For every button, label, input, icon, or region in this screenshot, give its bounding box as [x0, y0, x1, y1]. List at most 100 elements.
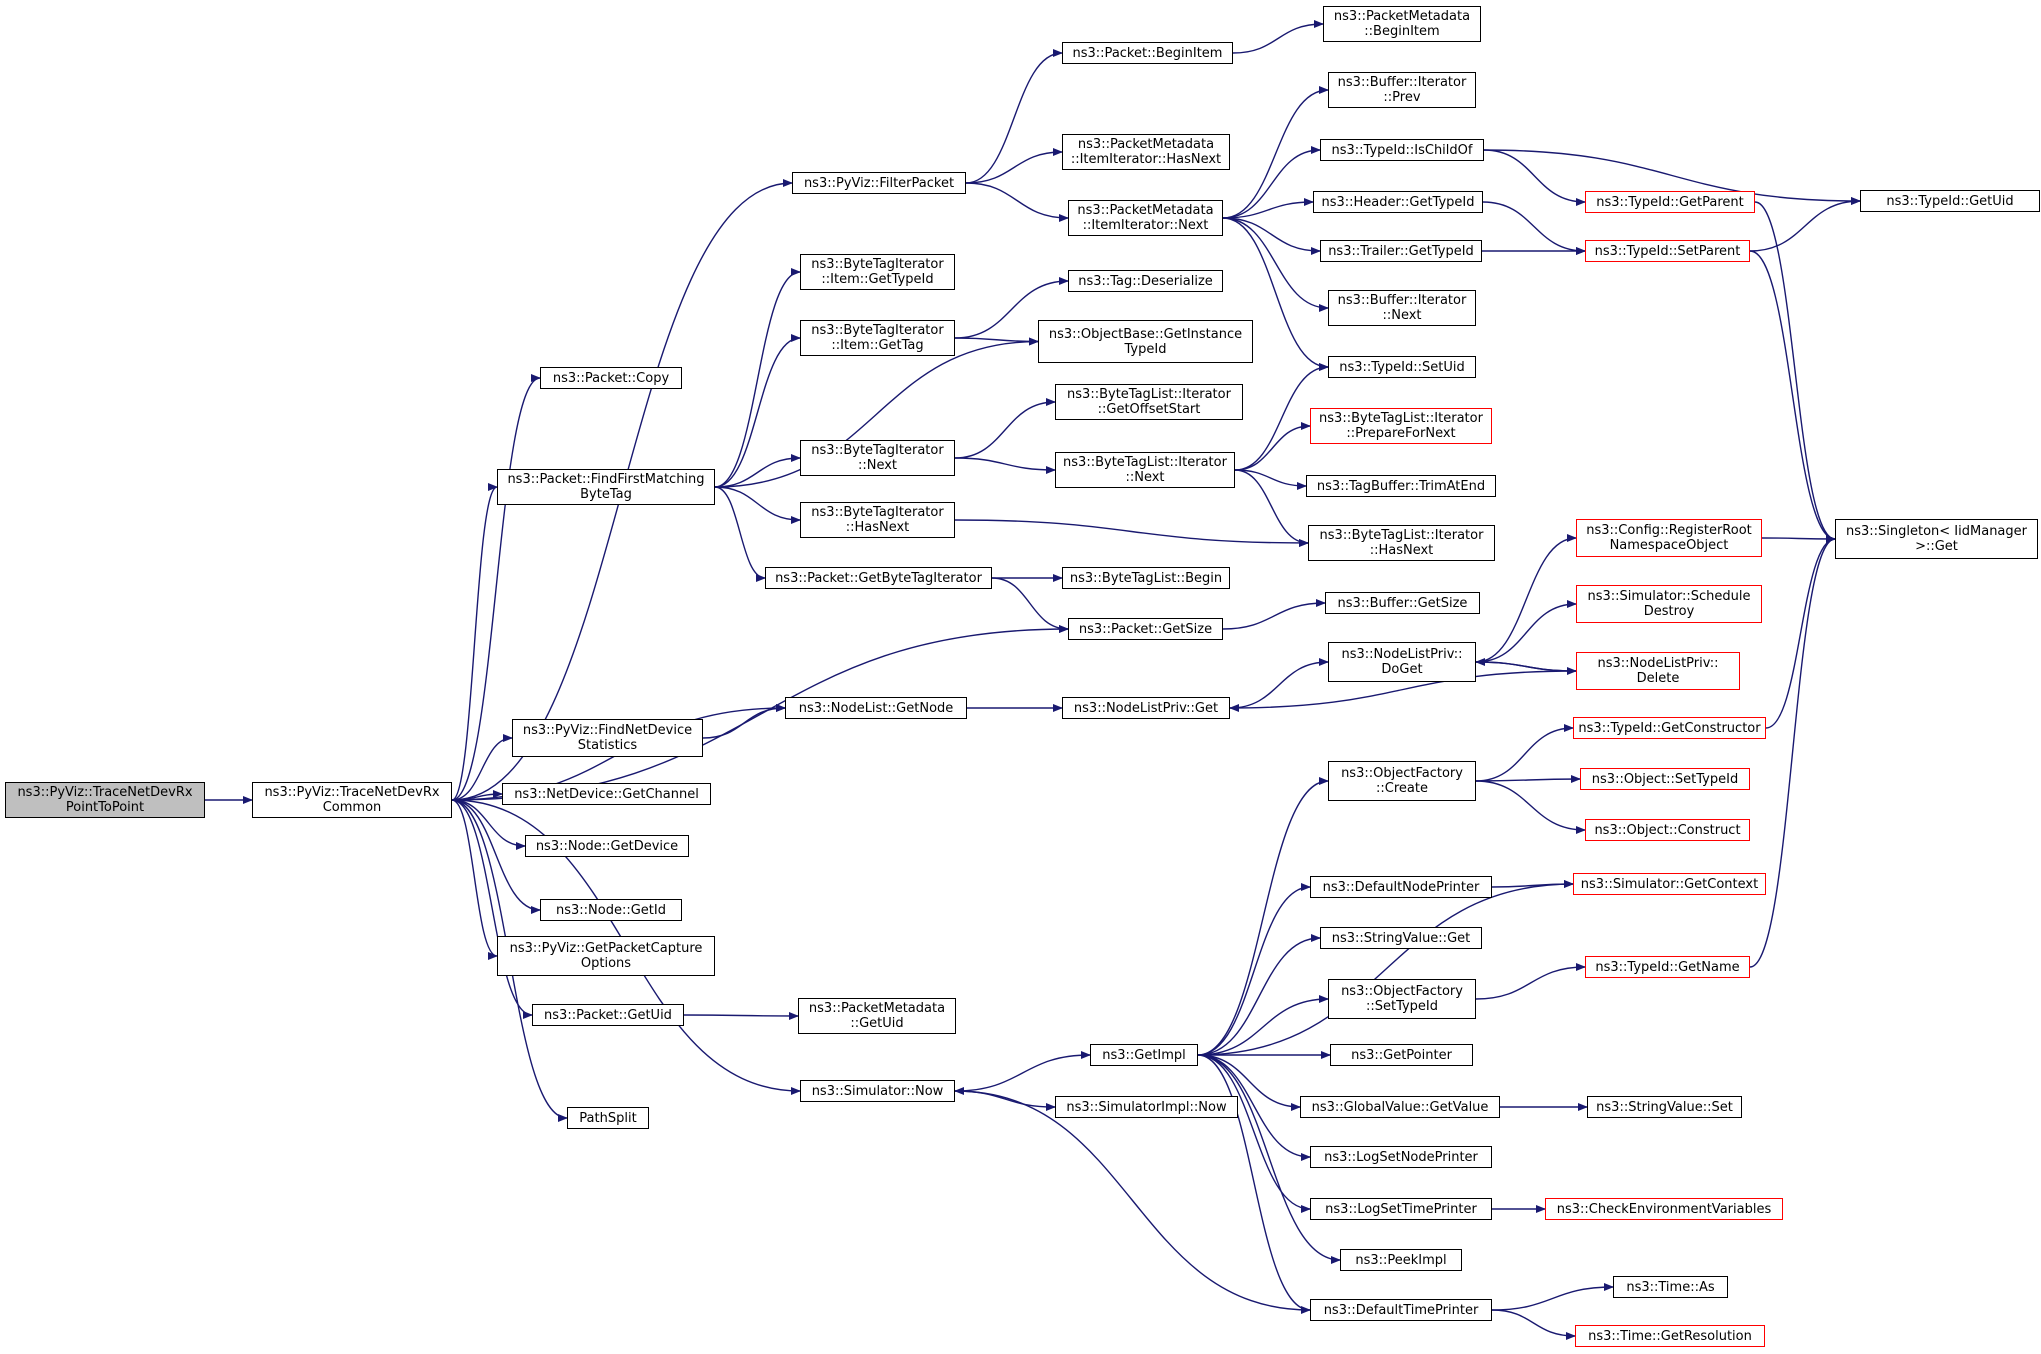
edge-find_ndev-to-nl_getnode [702, 704, 786, 739]
graph-node-getimpl[interactable]: ns3::GetImpl [1090, 1044, 1198, 1066]
edge-isChild-to-getParent [1483, 149, 1586, 206]
node-label-line: ns3::Time::As [1626, 1279, 1715, 1295]
graph-node-bti-next[interactable]: ns3::ByteTagIterator::Next [800, 440, 955, 476]
graph-node-node-getid[interactable]: ns3::Node::GetId [540, 899, 682, 921]
graph-node-check-env[interactable]: ns3::CheckEnvironmentVariables [1545, 1198, 1783, 1220]
node-label-line: ns3::StringValue::Set [1596, 1099, 1733, 1115]
graph-node-btli-gos[interactable]: ns3::ByteTagList::Iterator::GetOffsetSta… [1055, 384, 1243, 420]
graph-node-peekimpl[interactable]: ns3::PeekImpl [1340, 1249, 1462, 1271]
graph-node-pm-begin[interactable]: ns3::PacketMetadata::BeginItem [1323, 6, 1481, 42]
graph-node-tid-getctor[interactable]: ns3::TypeId::GetConstructor [1573, 717, 1766, 739]
graph-node-buf-getsize[interactable]: ns3::Buffer::GetSize [1325, 592, 1480, 614]
node-label-line: ns3::PeekImpl [1355, 1252, 1447, 1268]
graph-node-simimpl-now[interactable]: ns3::SimulatorImpl::Now [1055, 1096, 1238, 1118]
graph-node-isChild[interactable]: ns3::TypeId::IsChildOf [1320, 139, 1484, 161]
node-label-line: ns3::ByteTagIterator [811, 323, 944, 338]
graph-node-pkt-getsize[interactable]: ns3::Packet::GetSize [1068, 618, 1223, 640]
graph-node-log-snp[interactable]: ns3::LogSetNodePrinter [1310, 1146, 1492, 1168]
graph-node-nl-getnode[interactable]: ns3::NodeList::GetNode [785, 697, 967, 719]
node-label-line: ns3::PyViz::TraceNetDevRx [264, 785, 440, 800]
graph-node-pkt-copy[interactable]: ns3::Packet::Copy [540, 367, 682, 389]
graph-node-bti-gettid[interactable]: ns3::ByteTagIterator::Item::GetTypeId [800, 254, 955, 290]
node-label-line: ns3::ObjectBase::GetInstance [1048, 326, 1243, 342]
graph-node-time-as[interactable]: ns3::Time::As [1613, 1276, 1728, 1298]
node-label-line: ns3::ObjectFactory [1341, 984, 1463, 999]
graph-node-tb-trim[interactable]: ns3::TagBuffer::TrimAtEnd [1306, 475, 1496, 497]
graph-node-setUid[interactable]: ns3::TypeId::SetUid [1328, 356, 1476, 378]
node-label-line: ns3::PyViz::FindNetDevice [522, 723, 693, 738]
graph-node-pm-getuid[interactable]: ns3::PacketMetadata::GetUid [798, 998, 956, 1034]
node-label-line: ns3::SimulatorImpl::Now [1066, 1099, 1227, 1115]
node-label-line: ns3::PyViz::FilterPacket [803, 175, 955, 191]
graph-node-node-getdev[interactable]: ns3::Node::GetDevice [525, 835, 689, 857]
graph-node-btli-pfn[interactable]: ns3::ByteTagList::Iterator::PrepareForNe… [1310, 408, 1492, 444]
graph-node-nd-getchan[interactable]: ns3::NetDevice::GetChannel [502, 783, 711, 805]
edge-btli_next-to-btli_pfn [1234, 422, 1311, 471]
graph-node-sim-getctx[interactable]: ns3::Simulator::GetContext [1573, 873, 1766, 895]
node-label-line: ::Item::GetTypeId [821, 272, 934, 287]
node-label-line: ns3::Time::GetResolution [1588, 1328, 1752, 1344]
node-label-line: ns3::Buffer::GetSize [1337, 595, 1468, 611]
graph-node-buf-prev[interactable]: ns3::Buffer::Iterator::Prev [1328, 72, 1476, 108]
graph-node-def-nodeprint[interactable]: ns3::DefaultNodePrinter [1310, 876, 1492, 898]
node-label-line: ns3::GetPointer [1351, 1047, 1452, 1063]
edge-of_settid-to-tid_getname [1475, 963, 1586, 1000]
node-label-line: ns3::ByteTagIterator [811, 443, 944, 458]
node-label-line: >::Get [1915, 539, 1958, 554]
graph-node-sim-now[interactable]: ns3::Simulator::Now [800, 1080, 955, 1102]
graph-node-getParent[interactable]: ns3::TypeId::GetParent [1585, 191, 1755, 213]
graph-node-pm-next[interactable]: ns3::PacketMetadata::ItemIterator::Next [1068, 200, 1223, 236]
node-label-line: ::Next [1382, 308, 1422, 323]
graph-node-btli-hasnext[interactable]: ns3::ByteTagList::Iterator::HasNext [1308, 525, 1495, 561]
graph-node-setParent[interactable]: ns3::TypeId::SetParent [1585, 240, 1750, 262]
node-label-line: Common [322, 800, 382, 815]
graph-node-pkt-gbti[interactable]: ns3::Packet::GetByteTagIterator [765, 567, 992, 589]
edge-common-to-pkt_getuid [451, 799, 533, 1019]
graph-node-nlp-delete[interactable]: ns3::NodeListPriv::Delete [1576, 652, 1740, 690]
edge-getimpl-to-sim_getctx [1197, 880, 1574, 1056]
graph-node-nlp-doget[interactable]: ns3::NodeListPriv::DoGet [1328, 642, 1476, 682]
graph-node-nlp-get[interactable]: ns3::NodeListPriv::Get [1062, 697, 1230, 719]
graph-node-pm-hasnext[interactable]: ns3::PacketMetadata::ItemIterator::HasNe… [1062, 134, 1230, 170]
graph-node-singleton[interactable]: ns3::Singleton< IidManager>::Get [1835, 519, 2038, 559]
node-label-line: TypeId [1124, 341, 1167, 357]
graph-node-gv-getval[interactable]: ns3::GlobalValue::GetValue [1300, 1096, 1500, 1118]
graph-node-def-timeprint[interactable]: ns3::DefaultTimePrinter [1310, 1299, 1492, 1321]
edge-pkt_begin-to-pm_begin [1232, 20, 1324, 54]
graph-node-trl-tid[interactable]: ns3::Trailer::GetTypeId [1320, 240, 1482, 262]
graph-node-bti-hasnext[interactable]: ns3::ByteTagIterator::HasNext [800, 502, 955, 538]
graph-node-obj-construct[interactable]: ns3::Object::Construct [1585, 819, 1750, 841]
graph-node-of-settid[interactable]: ns3::ObjectFactory::SetTypeId [1328, 979, 1476, 1019]
graph-node-time-getres[interactable]: ns3::Time::GetResolution [1575, 1325, 1765, 1347]
graph-node-sv-get[interactable]: ns3::StringValue::Get [1320, 927, 1482, 949]
graph-node-getptr[interactable]: ns3::GetPointer [1330, 1044, 1473, 1066]
graph-node-sv-set[interactable]: ns3::StringValue::Set [1587, 1096, 1742, 1118]
edge-common-to-pkt_getsize [451, 625, 1069, 801]
graph-node-btli-next[interactable]: ns3::ByteTagList::Iterator::Next [1055, 452, 1235, 488]
graph-node-pkt-begin[interactable]: ns3::Packet::BeginItem [1062, 42, 1233, 64]
graph-node-log-stp[interactable]: ns3::LogSetTimePrinter [1310, 1198, 1492, 1220]
graph-node-tid-getname[interactable]: ns3::TypeId::GetName [1585, 956, 1750, 978]
graph-node-of-create[interactable]: ns3::ObjectFactory::Create [1328, 761, 1476, 801]
graph-node-tag-deser[interactable]: ns3::Tag::Deserialize [1068, 270, 1223, 292]
node-label-line: ns3::PacketMetadata [1333, 9, 1471, 24]
edge-btli_next-to-btli_hasnext [1234, 469, 1309, 547]
graph-node-pkt-getuid[interactable]: ns3::Packet::GetUid [532, 1004, 684, 1026]
graph-node-pathsplit[interactable]: PathSplit [567, 1107, 649, 1129]
graph-node-buf-next[interactable]: ns3::Buffer::Iterator::Next [1328, 290, 1476, 326]
graph-node-filter[interactable]: ns3::PyViz::FilterPacket [792, 172, 966, 194]
graph-node-btl-begin[interactable]: ns3::ByteTagList::Begin [1062, 567, 1230, 589]
graph-node-hdr-tid[interactable]: ns3::Header::GetTypeId [1313, 191, 1483, 213]
graph-node-getUid[interactable]: ns3::TypeId::GetUid [1860, 190, 2040, 212]
edge-common-to-node_getid [451, 799, 541, 914]
edge-sim_now-to-getimpl [954, 1051, 1091, 1092]
graph-node-obj-settid[interactable]: ns3::Object::SetTypeId [1580, 768, 1750, 790]
graph-node-bti-gettag[interactable]: ns3::ByteTagIterator::Item::GetTag [800, 320, 955, 356]
